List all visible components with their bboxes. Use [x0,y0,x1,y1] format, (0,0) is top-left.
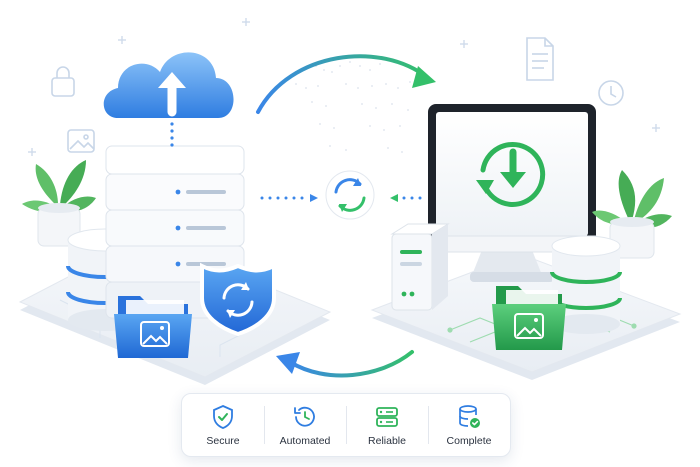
sync-shield-icon [200,262,276,337]
server-icon [376,406,398,427]
image-folder-icon [492,286,566,350]
world-map-backdrop [295,59,411,153]
server-tower-icon [390,223,450,311]
sync-icon [325,170,375,220]
feature-label: Secure [206,434,240,447]
sync-link-dotted [260,194,422,202]
feature-label: Complete [446,434,492,447]
feature-label: Reliable [368,434,406,447]
clock-icon [598,80,624,106]
cloud-server-link [170,122,174,147]
clock-refresh-icon [294,406,315,427]
plant-icon [22,160,96,247]
image-folder-icon [114,296,192,358]
database-check-icon [459,404,480,428]
image-icon [67,129,95,153]
cloud-upload-icon [103,52,234,118]
shield-check-icon [213,404,233,429]
sparkle-decor [28,18,660,156]
bottom-transfer-arrow [276,350,414,378]
feature-reliable: Reliable [346,394,428,456]
feature-automated: Automated [264,394,346,456]
feature-complete: Complete [428,394,510,456]
lock-icon [51,66,75,97]
feature-secure: Secure [182,394,264,456]
feature-bar: Secure Automated Reliable Complete [181,393,511,457]
top-transfer-arrow [256,54,436,114]
monitor-download-icon [427,104,597,282]
feature-label: Automated [279,434,331,447]
document-icon [526,37,554,81]
plant-icon [592,170,672,259]
